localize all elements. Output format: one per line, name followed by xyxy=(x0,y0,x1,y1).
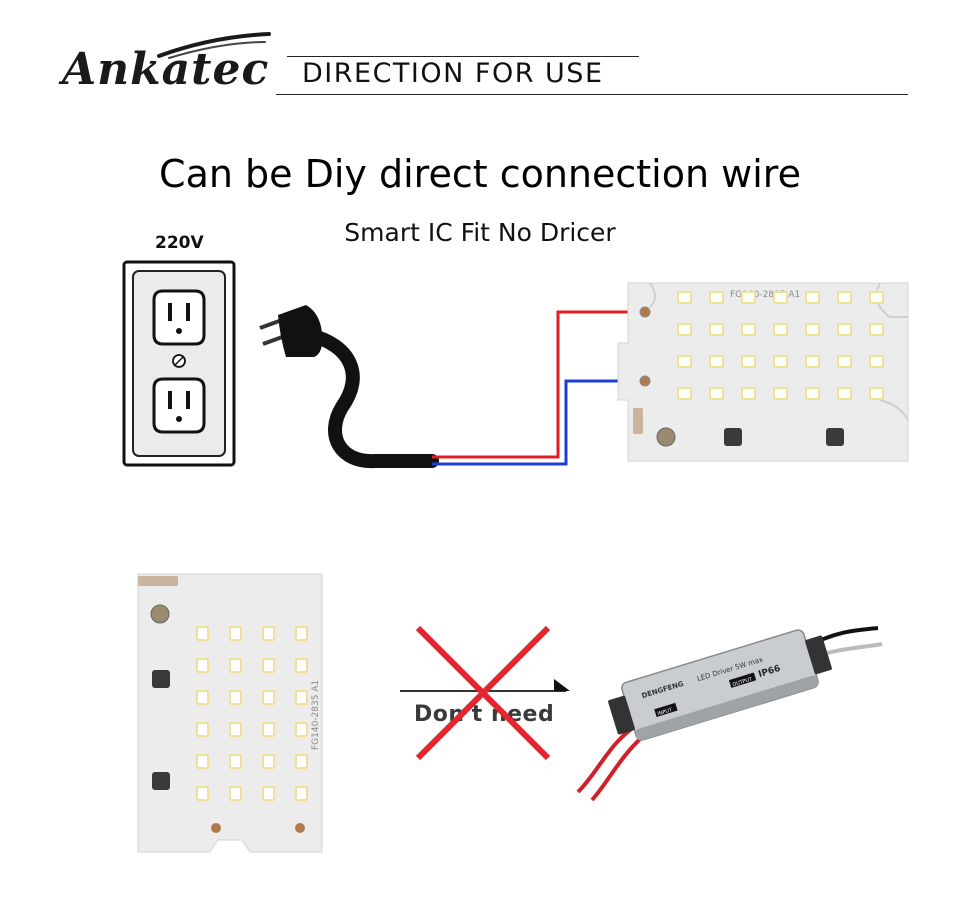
led-chip-core xyxy=(264,788,273,799)
power-plug xyxy=(259,305,439,469)
led-chip-core xyxy=(871,293,882,302)
led-chip-core xyxy=(264,724,273,735)
led-chip-core xyxy=(198,756,207,767)
led-chip-core xyxy=(198,788,207,799)
led-chip-core xyxy=(711,389,722,398)
led-chip-core xyxy=(198,660,207,671)
led-chip-core xyxy=(807,325,818,334)
led-chip-core xyxy=(711,293,722,302)
led-chip-core xyxy=(871,357,882,366)
led-chip-core xyxy=(775,325,786,334)
led-chip-core xyxy=(775,389,786,398)
led-chip-core xyxy=(807,389,818,398)
dont-need-label: Don't need xyxy=(414,702,554,727)
driver-output-tag: OUTPUT xyxy=(732,676,754,688)
wire-live xyxy=(432,310,638,459)
led-chip-core xyxy=(839,357,850,366)
led-chip-core xyxy=(839,325,850,334)
driver-input-tag: INPUT xyxy=(657,707,674,717)
led-chip-core xyxy=(743,357,754,366)
receptacle-bottom xyxy=(152,377,206,434)
led-chip-core xyxy=(231,692,240,703)
brand-name: Ankatec xyxy=(62,44,270,95)
led-chip-core xyxy=(679,325,690,334)
led-chip-core xyxy=(775,293,786,302)
wiring-diagram: 220V xyxy=(122,233,909,469)
led-chip-core xyxy=(231,628,240,639)
led-chip-core xyxy=(264,628,273,639)
led-chip-core xyxy=(743,293,754,302)
led-chip-core xyxy=(743,325,754,334)
led-chip-core xyxy=(743,389,754,398)
led-chip-core xyxy=(711,357,722,366)
led-chip-core xyxy=(679,389,690,398)
led-chip-core xyxy=(198,724,207,735)
led-chip-core xyxy=(839,293,850,302)
led-chip-core xyxy=(198,692,207,703)
led-chip-core xyxy=(775,357,786,366)
board-bottom-silkscreen: FG140-2835 A1 xyxy=(311,680,321,750)
led-chip-core xyxy=(871,325,882,334)
outlet-voltage-label: 220V xyxy=(155,233,204,253)
led-chip-core xyxy=(231,660,240,671)
led-chip-core xyxy=(297,628,306,639)
receptacle-top xyxy=(152,289,206,346)
led-driver: DENGFENG LED Driver 5W max IP66 INPUT OU… xyxy=(576,626,883,802)
comparison-section: FG140-2835 A1 Don't need DENGFENG LED Dr… xyxy=(137,573,883,853)
led-chip-core xyxy=(839,389,850,398)
cross-stroke-b xyxy=(415,625,551,761)
led-chip-core xyxy=(264,756,273,767)
led-chip-core xyxy=(297,692,306,703)
led-chip-core xyxy=(297,788,306,799)
led-chip-core xyxy=(807,293,818,302)
led-chip-core xyxy=(231,788,240,799)
led-chip-core xyxy=(264,692,273,703)
no-driver-indicator: Don't need xyxy=(400,625,570,761)
led-board-bottom: FG140-2835 A1 xyxy=(137,573,323,853)
wire-neutral xyxy=(432,379,638,466)
led-chip-core xyxy=(231,724,240,735)
led-chip-core xyxy=(231,756,240,767)
led-array-bottom xyxy=(196,626,308,801)
board-top-silkscreen: FG140-2835 A1 xyxy=(730,290,800,300)
led-chip-core xyxy=(871,389,882,398)
main-heading: Can be Diy direct connection wire xyxy=(159,152,801,196)
led-chip-core xyxy=(297,660,306,671)
led-chip-core xyxy=(711,325,722,334)
header-rule-bottom xyxy=(276,94,908,95)
wall-outlet: 220V xyxy=(122,233,236,467)
brand-logo: Ankatec xyxy=(62,30,271,100)
led-chip-core xyxy=(297,756,306,767)
header-rule-top xyxy=(287,56,639,57)
led-chip-core xyxy=(297,724,306,735)
led-chip-core xyxy=(679,357,690,366)
led-chip-core xyxy=(264,660,273,671)
led-array-top xyxy=(677,291,884,400)
led-chip-core xyxy=(679,293,690,302)
led-chip-core xyxy=(807,357,818,366)
header-title: DIRECTION FOR USE xyxy=(302,58,604,89)
sub-heading: Smart IC Fit No Dricer xyxy=(344,218,616,247)
led-board-top: FG140-2835 A1 xyxy=(617,282,909,462)
logo-swoosh-icon xyxy=(157,32,271,59)
led-chip-core xyxy=(198,628,207,639)
